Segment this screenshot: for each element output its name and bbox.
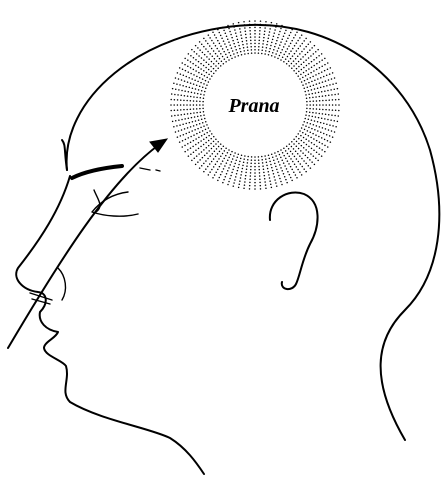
prana-label: Prana [227,95,279,117]
face-profile [16,176,204,474]
head-outline [67,25,440,440]
forehead-line [62,140,67,170]
eye [92,192,138,216]
cheek-contour [58,268,65,300]
eyebrow [72,166,122,178]
brow-tail [140,168,160,171]
ear [270,192,318,289]
